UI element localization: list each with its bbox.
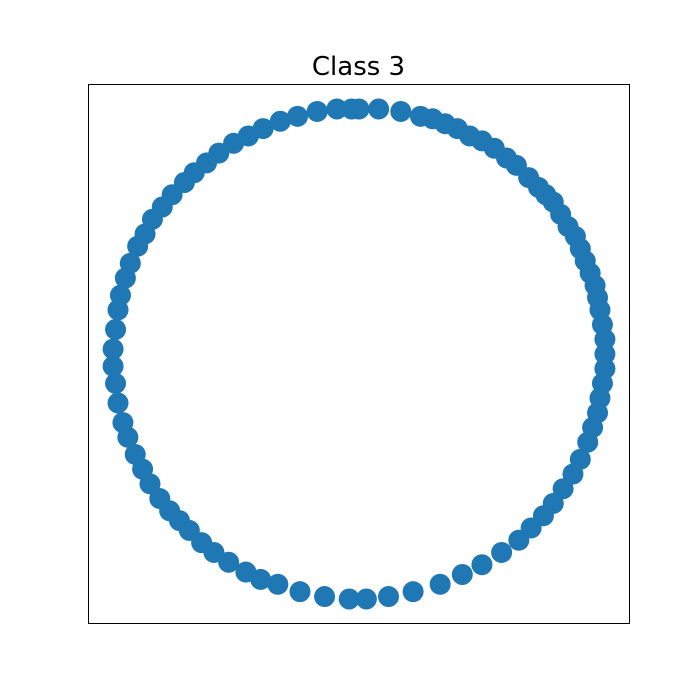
scatter-point [402,581,424,603]
scatter-point [107,392,129,414]
scatter-point [577,431,599,453]
scatter-point [269,110,291,132]
scatter-point [109,284,131,306]
scatter-point [471,554,493,576]
scatter-point [252,118,274,140]
scatter-point [326,98,348,120]
scatter-point [429,573,451,595]
scatter-point [289,581,311,603]
scatter-point [287,105,309,127]
scatter-point [338,588,360,610]
scatter-point [378,586,400,608]
scatter-point [562,463,584,485]
scatter-point [594,343,616,365]
scatter-point [491,541,513,563]
scatter-point [368,98,390,120]
chart-title: Class 3 [312,52,405,82]
scatter-point [451,564,473,585]
scatter-point [267,573,289,595]
scatter-point [112,412,134,434]
scatter-point [390,100,412,122]
scatter-point [552,478,574,500]
points-layer [102,98,616,610]
scatter-point [208,142,230,164]
scatter-point [149,488,171,510]
scatter-point [235,561,257,583]
scatter-point [124,443,146,465]
scatter-point [119,252,141,274]
scatter-point [508,529,530,551]
scatter-point [594,328,616,350]
plot-frame [88,84,630,624]
scatter-point [341,98,363,120]
scatter-point [355,588,377,610]
scatter-point [105,319,127,340]
scatter-point [105,372,127,394]
scatter-point [306,100,328,122]
scatter-point [218,551,240,573]
scatter-point [314,586,336,608]
scatter-point [102,338,124,360]
scatter-point [102,355,124,377]
